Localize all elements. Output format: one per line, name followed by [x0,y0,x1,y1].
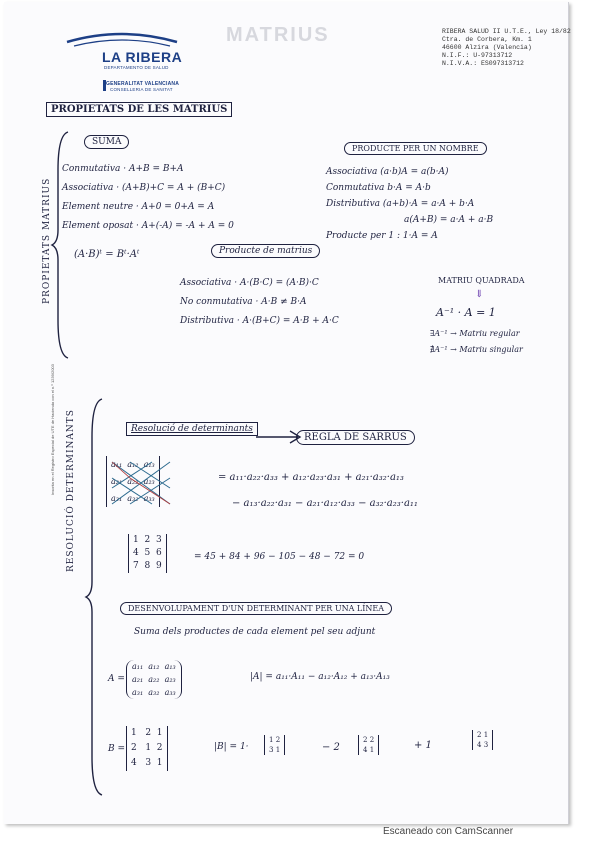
matrix-row: a₁₁ a₁₂ a₁₃ [132,662,176,671]
org-dept: DEPARTAMENTO DE SALUD [104,65,169,70]
matrix-row: 2 1 [477,731,489,739]
producte-matrius-line: Distributiva · A·(B+C) = A·B + A·C [180,316,339,326]
matriu-quadrada-line: ∄A⁻¹ → Matriu singular [430,345,523,354]
a-label: A = [108,674,125,684]
producte-nombre-line: Associativa (a·b)A = a(b·A) [326,167,449,177]
suma-line: Element oposat · A+(-A) = -A + A = 0 [62,221,234,231]
b-expansion-prefix: |B| = 1· [214,742,249,752]
registry-side-text: Inscrita en el Registro Especial de UTE … [50,364,55,495]
sarrus-diagonals-icon [111,461,171,505]
matrix-row: 7 8 9 [133,561,162,571]
matrix-row: 4 3 1 [131,758,163,768]
a-expansion: |A| = a₁₁·A₁₁ − a₁₂·A₁₂ + a₁₃·A₁₃ [250,672,390,682]
b-minor-1: 1 2 3 1 [264,735,286,755]
b-minor-2: 2 2 4 1 [358,735,380,755]
matrix-row: 2 2 [363,736,375,744]
matrix-row: 3 1 [269,746,281,754]
example-matrix: 1 2 3 4 5 6 7 8 9 [128,534,167,573]
sarrus-title: REGLA DE SARRUS [296,430,415,445]
producte-nombre-line: Producte per 1 : 1·A = A [326,231,438,241]
b-mid-2: + 1 [414,740,432,751]
suma-line: Conmutativa · A+B = B+A [62,164,184,174]
a-matrix: a₁₁ a₁₂ a₁₃ a₂₁ a₂₂ a₂₃ a₃₁ a₃₂ a₃₃ [126,660,182,699]
producte-matrius-line: Associativa · A·(B·C) = (A·B)·C [180,278,319,288]
section1-title: PROPIETATS DE LES MATRIUS [46,102,233,117]
sarrus-line-1: = a₁₁·a₂₂·a₃₃ + a₁₂·a₂₃·a₃₁ + a₂₁·a₃₂·a₁… [218,472,404,483]
gov-name: GENERALITAT VALENCIANA [106,81,180,87]
address-line: N.I.V.A.: ES097313712 [442,60,524,67]
suma-title: SUMA [84,135,130,149]
section1-brace-icon [50,131,69,359]
suma-line: Associativa · (A+B)+C = A + (B+C) [62,183,226,193]
watermark: MATRIUS [226,24,330,46]
down-arrow-icon: ⇓ [475,289,484,300]
inverse-equation: A⁻¹ · A = 1 [436,306,496,319]
producte-nombre-line: a(A+B) = a·A + a·B [404,215,494,225]
matriu-quadrada-list: ∃A⁻¹ → Matriu regular ∄A⁻¹ → Matriu sing… [430,326,523,358]
sarrus-line-2: − a₁₃·a₂₂·a₃₁ − a₂₁·a₁₂·a₃₃ − a₃₂·a₂₃·a₁… [232,498,418,509]
matrix-row: a₂₁ a₂₂ a₂₃ [132,675,176,684]
matrix-row: 1 2 1 [131,728,163,738]
producte-nombre-line: Distributiva (a+b)·A = a·A + b·A [326,199,475,209]
scanned-page: LA RIBERA DEPARTAMENTO DE SALUD GENERALI… [4,2,571,824]
matrix-row: 1 2 3 [133,535,162,545]
producte-nombre-line: Conmutativa b·A = A·b [326,183,431,193]
desenvolupament-title: DESENVOLUPAMENT D'UN DETERMINANT PER UNA… [120,602,393,615]
producte-nombre-list: Associativa (a·b)A = a(b·A) Conmutativa … [326,164,493,244]
b-matrix: 1 2 1 2 1 2 4 3 1 [126,726,168,771]
address-block: RIBERA SALUD II U.T.E., Ley 18/82 Ctra. … [442,28,571,68]
address-line: 46600 Alzira (Valencia) [442,44,532,51]
ribera-logo-icon [66,32,178,47]
matrix-row: a₃₁ a₃₂ a₃₃ [132,688,176,697]
transpose-property: (A·B)ᵗ = Bᵗ·Aᵗ [74,249,140,260]
producte-matrius-title: Producte de matrius [211,244,321,258]
gov-seal-icon [103,80,106,91]
resolucio-title: Resolució de determinants [126,422,258,436]
section2-brace-icon [84,398,103,796]
suma-list: Conmutativa · A+B = B+A Associativa · (A… [62,160,234,236]
matrix-row: a₃₁ a₃₂ a₃₃ [111,494,155,503]
matrix-row: 1 2 [269,736,281,744]
b-minor-3: 2 1 4 3 [472,730,494,750]
scanner-footer: Escaneado con CamScanner [383,826,514,837]
matriu-quadrada-line: ∃A⁻¹ → Matriu regular [430,329,520,338]
producte-matrius-list: Associativa · A·(B·C) = (A·B)·C No conmu… [180,274,339,331]
matrix-row: a₁₁ a₁₂ a₁₃ [111,460,155,469]
section2-side-label: RESOLUCIÓ DETERMINANTS [66,409,76,572]
org-name: LA RIBERA [102,49,183,65]
b-label: B = [108,744,126,754]
matrix-row: 4 1 [363,746,375,754]
b-mid-1: − 2 [322,742,340,753]
address-line: Ctra. de Corbera, Km. 1 [442,36,532,43]
example-result: = 45 + 84 + 96 − 105 − 48 − 72 = 0 [194,552,365,562]
desenvolupament-subtitle: Suma dels productes de cada element pel … [134,627,376,637]
gov-sub: CONSELLERIA DE SANITAT [110,87,173,92]
matrix-row: 2 1 2 [131,743,163,753]
address-line: N.I.F.: U-97313712 [442,52,513,59]
matrix-row: 4 3 [477,741,489,749]
address-line: RIBERA SALUD II U.T.E., Ley 18/82 [442,28,571,35]
producte-nombre-title: PRODUCTE PER UN NOMBRE [344,142,487,155]
matriu-quadrada-title: MATRIU QUADRADA [438,276,525,285]
matrix-row: 4 5 6 [133,548,162,558]
suma-line: Element neutre · A+0 = 0+A = A [62,202,215,212]
producte-matrius-line: No conmutativa · A·B ≠ B·A [180,297,307,307]
